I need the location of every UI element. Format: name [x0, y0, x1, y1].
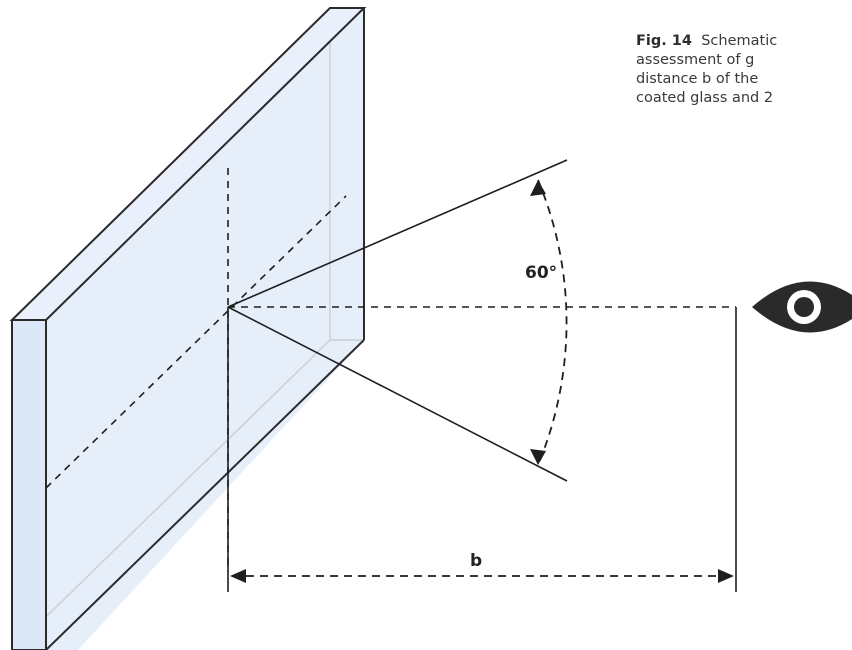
distance-label: b: [470, 551, 482, 571]
caption-line-2: assessment of g: [636, 52, 755, 68]
glass-front-face: [11, 319, 47, 650]
glass-centerline-diagonal: [45, 195, 347, 489]
caption-text-1: Schematic: [701, 33, 778, 49]
angle-arc-arrow-top: [530, 180, 546, 196]
viewing-cone-upper-line: [227, 159, 568, 308]
glass-bottom-right-edge: [45, 339, 365, 650]
caption-line-4: coated glass and 2: [636, 90, 774, 106]
glass-hidden-edge-diagonal: [11, 339, 331, 650]
figure-label: Fig. 14: [636, 33, 692, 49]
angle-arc: [537, 179, 568, 466]
viewing-cone-lower-line: [227, 306, 568, 482]
glass-pane: [9, 7, 367, 650]
eye-icon: [752, 281, 852, 333]
distance-arrow-right: [718, 569, 734, 583]
angle-label: 60°: [525, 263, 557, 283]
caption-line-3: distance b of the: [636, 71, 759, 87]
glass-back-face: [46, 8, 364, 650]
distance-arrow-left: [230, 569, 246, 583]
figure-caption: Fig. 14 Schematic assessment of g distan…: [636, 32, 852, 108]
angle-arc-arrow-bottom: [530, 449, 546, 465]
caption-line-1: Fig. 14 Schematic: [636, 32, 852, 51]
